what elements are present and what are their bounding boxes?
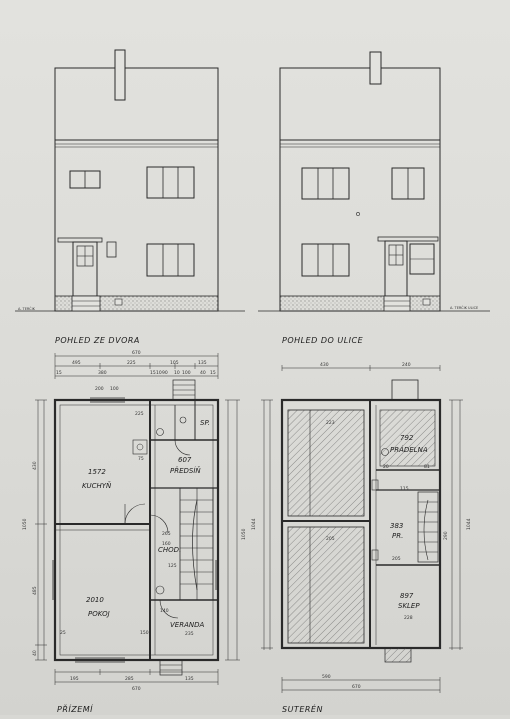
svg-text:1044: 1044 xyxy=(251,518,257,530)
svg-text:125: 125 xyxy=(168,563,177,569)
svg-text:240: 240 xyxy=(402,362,411,368)
signature-left: A. TERČIK xyxy=(18,306,36,311)
svg-text:285: 285 xyxy=(125,676,134,682)
svg-text:195: 195 xyxy=(70,676,79,682)
svg-text:135: 135 xyxy=(185,676,194,682)
elevation-courtyard xyxy=(15,49,245,312)
svg-text:25: 25 xyxy=(60,630,66,636)
elevation-street xyxy=(258,51,490,312)
svg-text:223: 223 xyxy=(326,420,335,426)
plan-basement xyxy=(261,365,463,693)
svg-text:15: 15 xyxy=(56,370,62,376)
svg-text:150: 150 xyxy=(140,630,149,636)
svg-text:1050: 1050 xyxy=(241,528,247,540)
room-corridor-name: CHOD. xyxy=(158,546,181,554)
svg-text:81: 81 xyxy=(424,464,430,470)
room-living-area: 2010 xyxy=(86,596,104,604)
room-hall-name: PŘEDSÍŇ xyxy=(170,466,201,475)
room-pr-area: 383 xyxy=(390,522,403,530)
svg-text:495: 495 xyxy=(72,360,81,366)
room-hall-area: 607 xyxy=(178,456,192,464)
label-view-courtyard: POHLED ZE DVORA xyxy=(55,336,140,345)
room-cellar-name: SKLEP xyxy=(398,602,420,610)
svg-text:100: 100 xyxy=(182,370,191,376)
svg-text:1044: 1044 xyxy=(466,518,472,530)
svg-text:225: 225 xyxy=(135,411,144,417)
svg-text:290: 290 xyxy=(443,531,449,540)
svg-text:115: 115 xyxy=(400,486,409,492)
svg-text:430: 430 xyxy=(32,461,38,470)
basement-dimensions: 430 240 1044 1044 590 670 223 205 20 115… xyxy=(251,362,472,690)
svg-text:265: 265 xyxy=(162,531,171,537)
svg-text:40: 40 xyxy=(200,370,206,376)
room-pr-name: PR. xyxy=(392,532,403,540)
svg-text:225: 225 xyxy=(127,360,136,366)
svg-text:100: 100 xyxy=(110,386,119,392)
svg-text:228: 228 xyxy=(404,615,413,621)
svg-text:205: 205 xyxy=(326,536,335,542)
signature-right: A. TERČIK ULICE xyxy=(450,305,478,310)
svg-text:40: 40 xyxy=(32,650,38,656)
svg-text:10: 10 xyxy=(174,370,180,376)
svg-text:670: 670 xyxy=(132,686,141,692)
plan-ground-floor xyxy=(35,353,240,685)
svg-text:90: 90 xyxy=(162,370,168,376)
svg-text:140: 140 xyxy=(160,608,169,614)
svg-text:160: 160 xyxy=(162,541,171,547)
ground-dimensions: 670 495 225 105 135 15 380 15 10 90 10 1… xyxy=(22,350,247,692)
room-kitchen-area: 1572 xyxy=(88,468,106,476)
svg-text:485: 485 xyxy=(32,586,38,595)
svg-text:235: 235 xyxy=(185,631,194,637)
svg-text:380: 380 xyxy=(98,370,107,376)
svg-text:15: 15 xyxy=(150,370,156,376)
svg-text:105: 105 xyxy=(170,360,179,366)
svg-text:75: 75 xyxy=(138,456,144,462)
svg-text:430: 430 xyxy=(320,362,329,368)
room-kitchen-name: KUCHYŇ xyxy=(82,481,112,490)
svg-text:135: 135 xyxy=(198,360,207,366)
svg-text:205: 205 xyxy=(392,556,401,562)
svg-text:15: 15 xyxy=(210,370,216,376)
label-ground-floor: PŘÍZEMÍ xyxy=(57,703,94,714)
svg-text:590: 590 xyxy=(322,674,331,680)
svg-text:670: 670 xyxy=(352,684,361,690)
label-view-street: POHLED DO ULICE xyxy=(282,336,364,345)
room-laundry-area: 792 xyxy=(400,434,414,442)
svg-text:1050: 1050 xyxy=(22,518,28,530)
svg-text:670: 670 xyxy=(132,350,141,356)
room-veranda-name: VERANDA xyxy=(170,621,204,629)
room-laundry-name: PRÁDELNA xyxy=(390,445,428,454)
room-living-name: POKOJ xyxy=(88,610,110,618)
label-basement: SUTERÉN xyxy=(282,703,323,714)
room-pantry-name: SP. xyxy=(200,419,210,427)
basement-room-labels: 792 PRÁDELNA 383 PR. 897 SKLEP xyxy=(390,434,428,610)
svg-text:20: 20 xyxy=(383,464,389,470)
room-cellar-area: 897 xyxy=(400,592,414,600)
svg-text:200: 200 xyxy=(95,386,104,392)
ground-room-labels: 1572 KUCHYŇ 2010 POKOJ 607 PŘEDSÍŇ CHOD.… xyxy=(82,419,210,629)
svg-text:10: 10 xyxy=(156,370,162,376)
